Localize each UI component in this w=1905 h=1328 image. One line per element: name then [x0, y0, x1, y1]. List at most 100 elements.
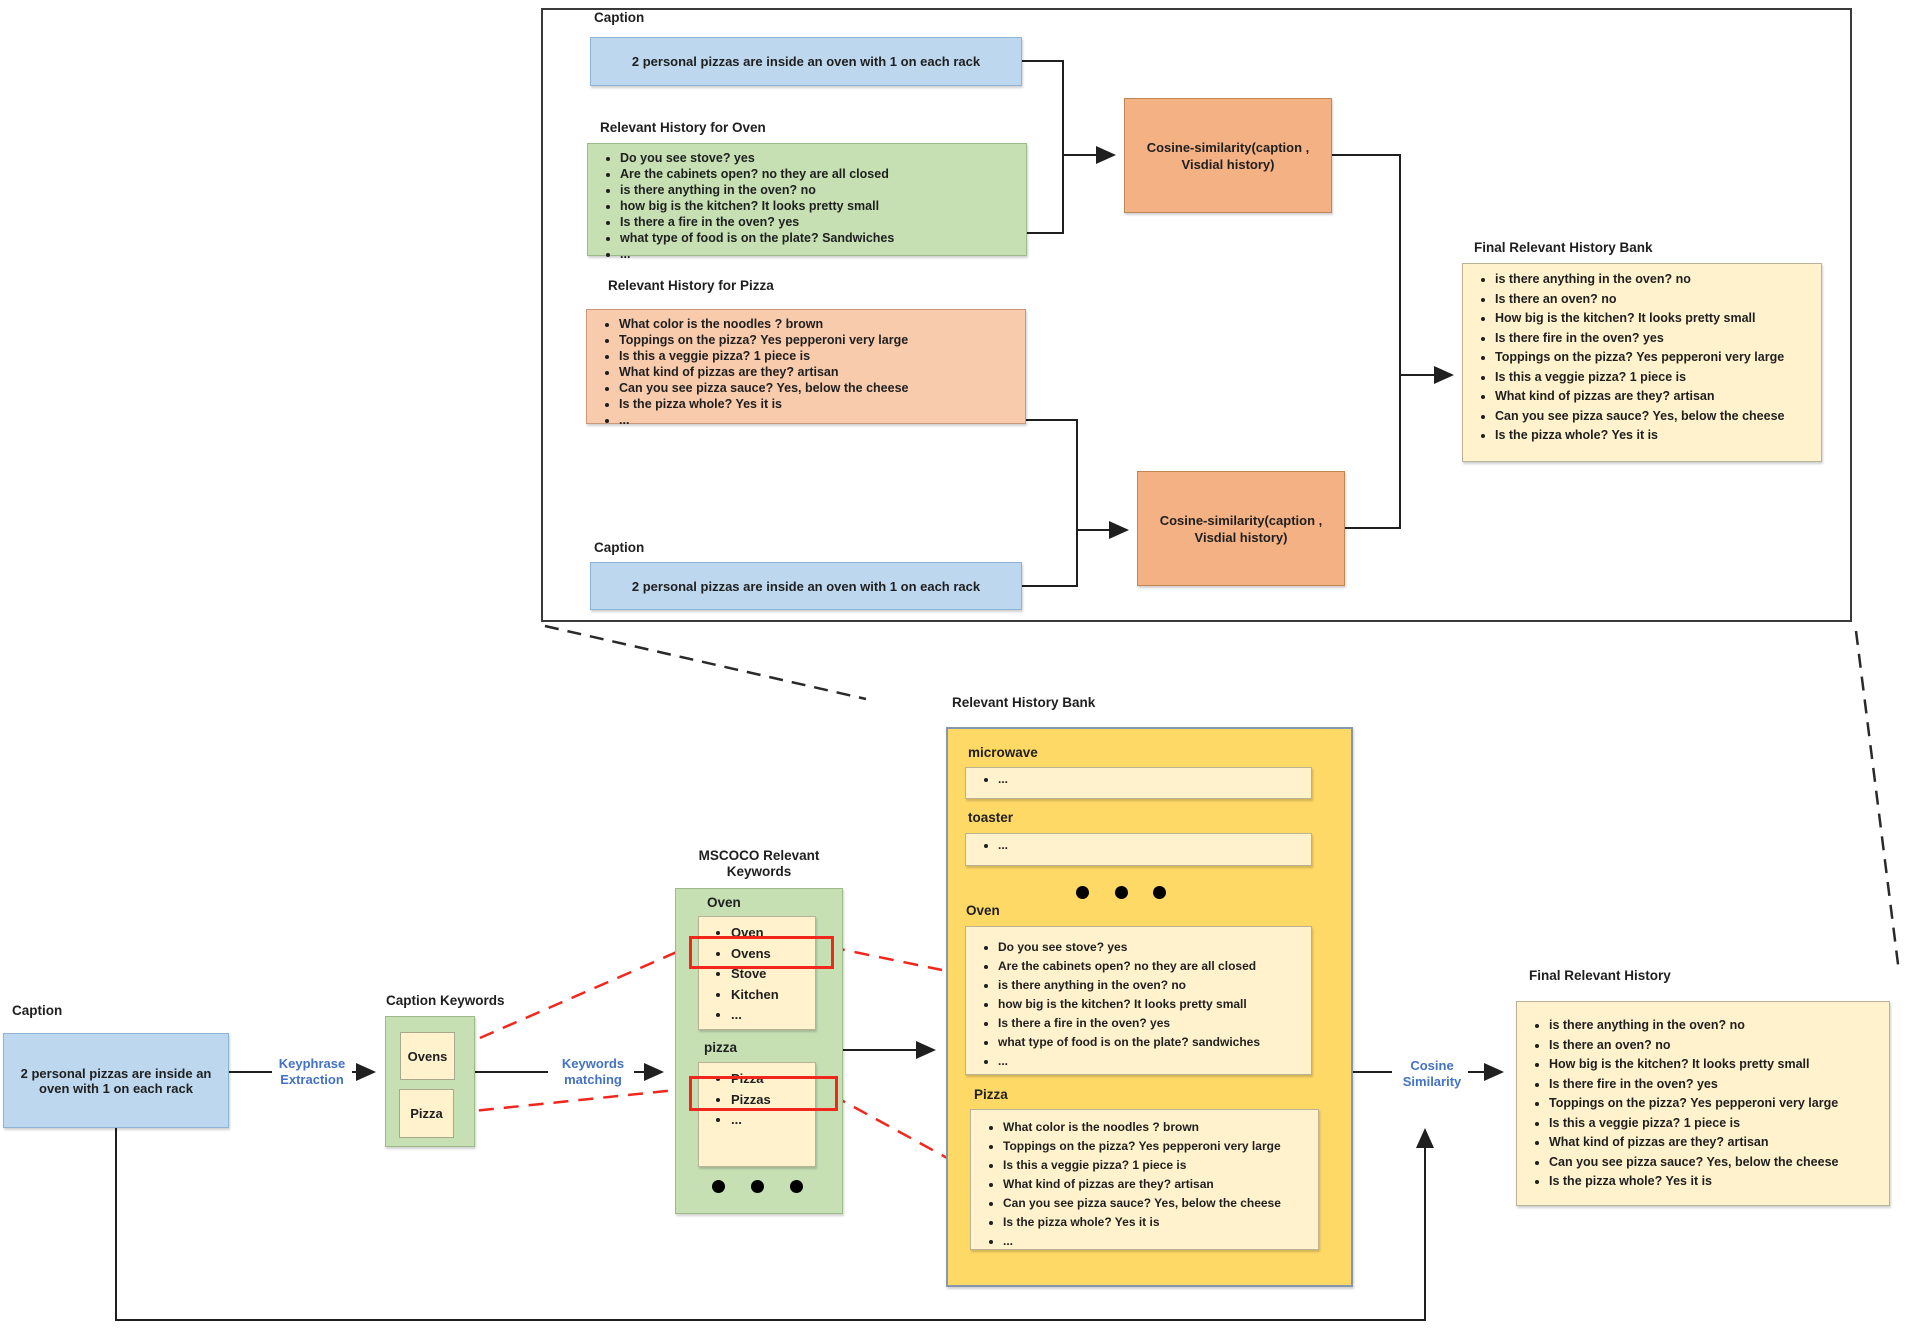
caption-label-top: Caption [594, 10, 645, 25]
list-item: Toppings on the pizza? Yes pepperoni ver… [1003, 1137, 1312, 1156]
bank-toaster-list: ... [966, 834, 1311, 855]
keywords-matching-label: Keywords matching [561, 1056, 625, 1087]
bank-toaster-label: toaster [968, 810, 1014, 825]
keyword-chip-pizza: Pizza [399, 1089, 454, 1138]
caption-box-top2: 2 personal pizzas are inside an oven wit… [590, 562, 1022, 610]
final-history-box: is there anything in the oven? noIs ther… [1516, 1001, 1890, 1206]
list-item: What kind of pizzas are they? artisan [1003, 1175, 1312, 1194]
ellipsis-dot [1153, 886, 1166, 899]
list-item: how big is the kitchen? It looks pretty … [620, 198, 1020, 214]
bank-toaster-box: ... [965, 833, 1312, 866]
list-item: Pizzas [731, 1090, 809, 1111]
bank-oven-label: Oven [966, 903, 1000, 918]
list-item: is there anything in the oven? no [1495, 270, 1815, 290]
keyword-chip-ovens: Ovens [400, 1032, 455, 1080]
list-item: is there anything in the oven? no [998, 976, 1305, 995]
list-item: ... [998, 1052, 1305, 1071]
list-item: Is there an oven? no [1549, 1036, 1883, 1056]
red-highlight-ovens [689, 936, 834, 969]
red-highlight-pizza [689, 1076, 838, 1111]
keyword-chip-pizza-text: Pizza [410, 1106, 443, 1121]
list-item: What kind of pizzas are they? artisan [619, 364, 1019, 380]
list-item: What color is the noodles ? brown [619, 316, 1019, 332]
list-item: What color is the noodles ? brown [1003, 1118, 1312, 1137]
bank-pizza-list: What color is the noodles ? brownTopping… [971, 1110, 1318, 1251]
list-item: what type of food is on the plate? Sandw… [620, 230, 1020, 246]
cosine-similarity-text-2: Cosine-similarity(caption , Visdial hist… [1159, 512, 1323, 545]
pizza-history-title: Relevant History for Pizza [608, 278, 774, 293]
list-item: What kind of pizzas are they? artisan [1495, 387, 1815, 407]
list-item: Are the cabinets open? no they are all c… [620, 166, 1020, 182]
mscoco-box: Oven OvenOvensStoveKitchen... pizza Pizz… [675, 888, 843, 1214]
keyword-match-dashes [453, 945, 961, 1167]
ellipsis-dot [1076, 886, 1089, 899]
bank-oven-box: Do you see stove? yesAre the cabinets op… [965, 926, 1312, 1075]
dash-pizza-to-bank [831, 1093, 961, 1167]
list-item: Stove [731, 964, 809, 985]
list-item: Is this a veggie pizza? 1 piece is [619, 348, 1019, 364]
list-item: Is this a veggie pizza? 1 piece is [1549, 1114, 1883, 1134]
final-history-list: is there anything in the oven? noIs ther… [1517, 1002, 1889, 1192]
bracket-cosine-outputs [1332, 154, 1401, 529]
final-bank-box: is there anything in the oven? no Is ther… [1462, 263, 1822, 462]
caption-to-cosine-feedback [115, 1128, 1434, 1321]
list-item: what type of food is on the plate? sandw… [998, 1033, 1305, 1052]
bank-microwave-label: microwave [968, 745, 1038, 760]
keyphrase-extraction-label: Keyphrase Extraction [278, 1056, 346, 1087]
caption-text-bottom: 2 personal pizzas are inside an oven wit… [20, 1065, 212, 1096]
cosine-similarity-text-1: Cosine-similarity(caption , Visdial hist… [1146, 139, 1310, 172]
list-item: Can you see pizza sauce? Yes, below the … [1549, 1153, 1883, 1173]
pizza-history-box: What color is the noodles ? brownTopping… [586, 309, 1026, 427]
relevant-history-bank-box: microwave ... toaster ... Oven Do you se… [946, 727, 1353, 1287]
ellipsis-dot [712, 1180, 725, 1193]
oven-history-list: Do you see stove? yesAre the cabinets op… [588, 144, 1026, 262]
list-item: Toppings on the pizza? Yes pepperoni ver… [1495, 348, 1815, 368]
ellipsis-dot [790, 1180, 803, 1193]
list-item: Toppings on the pizza? Yes pepperoni ver… [619, 332, 1019, 348]
pizza-history-list: What color is the noodles ? brownTopping… [587, 310, 1025, 428]
list-item: Can you see pizza sauce? Yes, below the … [619, 380, 1019, 396]
list-item: Is there fire in the oven? yes [1495, 329, 1815, 349]
list-item: ... [998, 836, 1305, 855]
zoom-callout-dashes [544, 624, 1901, 973]
list-item: Is the pizza whole? Yes it is [1549, 1172, 1883, 1192]
dash-ovens-to-mscoco [456, 946, 687, 1050]
mscoco-oven-label: Oven [707, 895, 741, 910]
mscoco-title: MSCOCO Relevant Keywords [698, 848, 820, 879]
cosine-similarity-box-2: Cosine-similarity(caption , Visdial hist… [1137, 471, 1345, 586]
caption-label-top2: Caption [594, 540, 645, 555]
list-item: Is the pizza whole? Yes it is [1003, 1213, 1312, 1232]
list-item: Is this a veggie pizza? 1 piece is [1495, 368, 1815, 388]
caption-text-top: 2 personal pizzas are inside an oven wit… [631, 54, 981, 69]
dash-ovens-to-bank [829, 945, 943, 972]
caption-keywords-title: Caption Keywords [386, 993, 505, 1008]
list-item: is there anything in the oven? no [620, 182, 1020, 198]
bank-oven-list: Do you see stove? yesAre the cabinets op… [966, 927, 1311, 1071]
list-item: Is there a fire in the oven? yes [620, 214, 1020, 230]
list-item: ... [998, 770, 1305, 789]
ellipsis-dot [751, 1180, 764, 1193]
mscoco-oven-list-box: OvenOvensStoveKitchen... [698, 916, 816, 1030]
list-item: Is there fire in the oven? yes [1549, 1075, 1883, 1095]
bank-microwave-list: ... [966, 768, 1311, 789]
list-item: What kind of pizzas are they? artisan [1549, 1133, 1883, 1153]
list-item: ... [731, 1005, 809, 1026]
caption-label-bottom: Caption [12, 1003, 63, 1018]
list-item: ... [620, 246, 1020, 262]
list-item: Can you see pizza sauce? Yes, below the … [1495, 407, 1815, 427]
list-item: ... [619, 412, 1019, 428]
list-item: Can you see pizza sauce? Yes, below the … [1003, 1194, 1312, 1213]
bank-pizza-box: What color is the noodles ? brownTopping… [970, 1109, 1319, 1250]
ellipsis-dot [1115, 886, 1128, 899]
list-item: ... [731, 1110, 809, 1131]
list-item: Are the cabinets open? no they are all c… [998, 957, 1305, 976]
bank-pizza-label: Pizza [974, 1087, 1008, 1102]
solid-connectors [115, 60, 1504, 1321]
list-item: is there anything in the oven? no [1549, 1016, 1883, 1036]
mscoco-pizza-list-box: PizzaPizzas... [698, 1062, 816, 1167]
list-item: Is the pizza whole? Yes it is [1495, 426, 1815, 446]
list-item: How big is the kitchen? It looks pretty … [1549, 1055, 1883, 1075]
list-item: Do you see stove? yes [998, 938, 1305, 957]
